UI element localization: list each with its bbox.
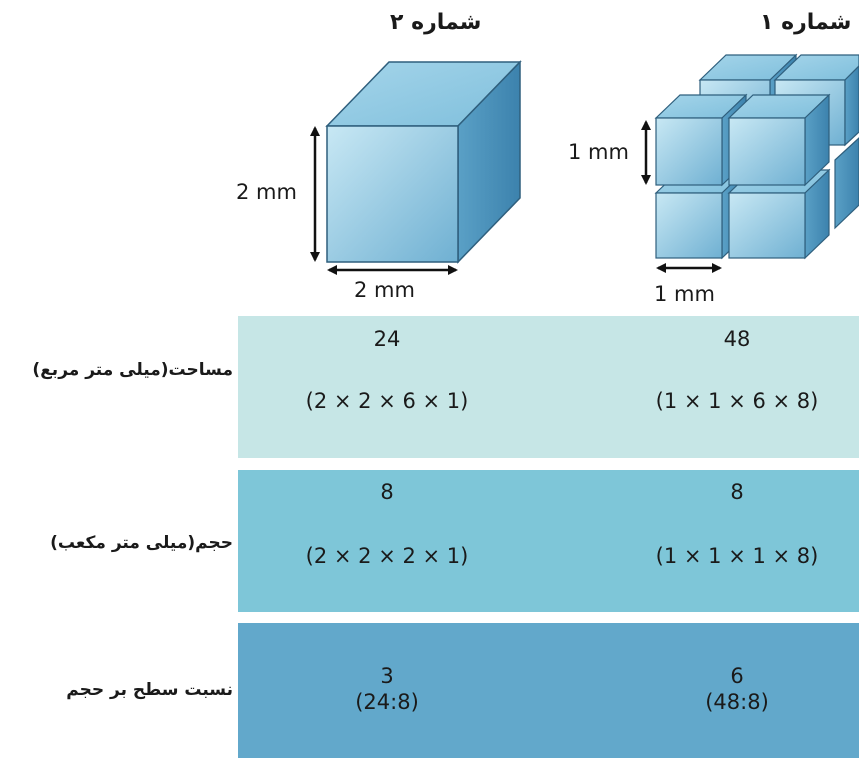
cube-illustrations [310, 53, 859, 275]
area-formula-cube2: (2 × 2 × 6 × 1) [305, 389, 469, 413]
volume-row-label: حجم(میلی متر مکعب) [50, 533, 233, 553]
ratio-value-cube1: 6 [730, 664, 744, 688]
large-cube-height-label: 2 mm [236, 180, 297, 204]
small-cube-width-label: 1 mm [654, 282, 715, 306]
large-cube-width-label: 2 mm [354, 278, 415, 302]
ratio-value-cube2: 3 [380, 664, 394, 688]
ratio-formula-cube1: (48:8) [705, 690, 769, 714]
area-value-cube1: 48 [723, 327, 751, 351]
small-cube-height-label: 1 mm [568, 140, 629, 164]
column1-header: شماره ۱ [760, 10, 852, 35]
ratio-row-label: نسبت سطح بر حجم [66, 680, 233, 700]
volume-formula-cube1: (1 × 1 × 1 × 8) [655, 544, 819, 568]
volume-formula-cube2: (2 × 2 × 2 × 1) [305, 544, 469, 568]
ratio-row [238, 623, 859, 758]
column2-header: شماره ۲ [390, 10, 482, 35]
ratio-formula-cube2: (24:8) [355, 690, 419, 714]
area-row-label: مساحت(میلی متر مربع) [32, 360, 233, 380]
small-cubes-group [654, 53, 859, 260]
area-value-cube2: 24 [373, 327, 401, 351]
large-cube [325, 60, 522, 264]
volume-row [238, 470, 859, 612]
volume-value-cube1: 8 [730, 480, 744, 504]
volume-value-cube2: 8 [380, 480, 394, 504]
area-formula-cube1: (1 × 1 × 6 × 8) [655, 389, 819, 413]
area-row [238, 316, 859, 458]
